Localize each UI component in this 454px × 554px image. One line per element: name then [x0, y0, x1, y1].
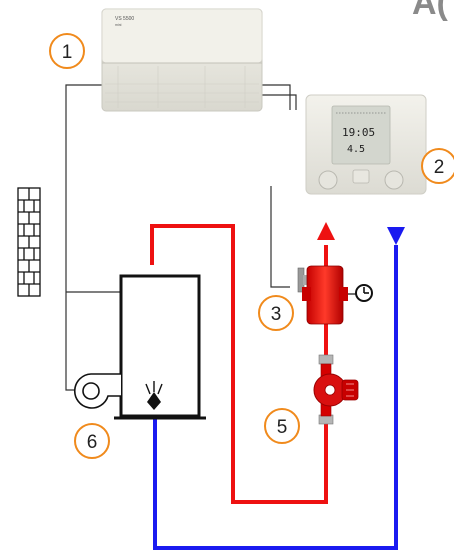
corner-title: A( — [412, 0, 449, 22]
circulator-pump-icon — [313, 354, 359, 425]
callout-2: 2 — [421, 148, 454, 184]
lcd-display — [331, 105, 391, 165]
callout-1-label: 1 — [62, 42, 73, 63]
lcd-time: 19:05 — [342, 126, 375, 139]
boiler — [114, 274, 206, 420]
callout-3-label: 3 — [271, 304, 282, 325]
hand-icon — [352, 169, 370, 184]
lcd-value: 4.5 — [347, 144, 365, 155]
callout-5: 5 — [264, 408, 300, 444]
callout-3: 3 — [258, 295, 294, 331]
mixing-valve — [297, 265, 373, 325]
supply-pipe — [150, 224, 328, 504]
callout-2-label: 2 — [434, 157, 445, 178]
left-knob — [318, 170, 338, 190]
arrow-down-icon — [387, 227, 405, 245]
central-controller: VS 5500 mini — [101, 8, 263, 112]
fan-blower-icon — [73, 373, 121, 409]
flame-icon — [145, 381, 163, 410]
arrow-up-icon — [317, 222, 335, 240]
callout-6: 6 — [74, 423, 110, 459]
clock-icon — [355, 284, 373, 302]
return-pipe — [153, 245, 398, 550]
callout-5-label: 5 — [277, 417, 288, 438]
chimney-icon — [17, 187, 41, 297]
controller-sub-label: mini — [115, 23, 122, 27]
callout-1: 1 — [49, 33, 85, 69]
right-knob — [384, 170, 404, 190]
controller-model-label: VS 5500 — [115, 16, 134, 22]
callout-6-label: 6 — [87, 432, 98, 453]
room-control-unit: 19:05 4.5 — [305, 94, 427, 195]
